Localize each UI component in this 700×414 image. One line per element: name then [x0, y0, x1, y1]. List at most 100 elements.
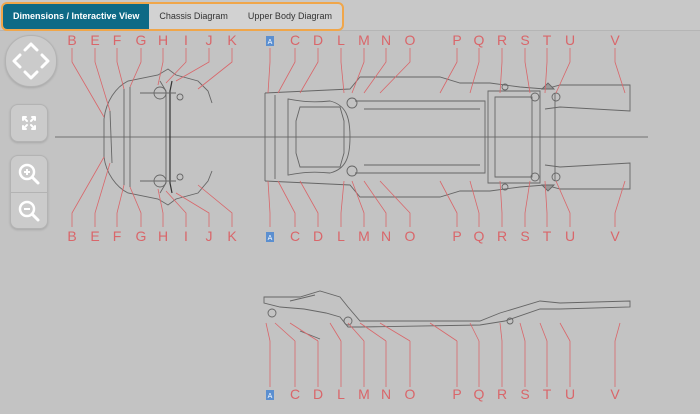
chassis-leader-mid-v [614, 180, 626, 227]
side-leader-diag-a [265, 322, 271, 342]
chassis-label-bottom-r[interactable]: R [497, 386, 507, 402]
tab-upper-body-diagram[interactable]: Upper Body Diagram [247, 11, 332, 21]
chassis-label-bottom-c[interactable]: C [290, 386, 300, 402]
front-label-top-e[interactable]: E [90, 32, 99, 48]
chassis-leader-mid-s [524, 180, 531, 227]
front-label-top-i[interactable]: I [184, 32, 188, 48]
chassis-leader-top-v [614, 48, 626, 94]
side-leader-diag-r [499, 322, 503, 342]
front-label-bottom-b[interactable]: B [67, 228, 76, 244]
chassis-label-mid-m[interactable]: M [358, 228, 370, 244]
front-label-bottom-i[interactable]: I [184, 228, 188, 244]
chassis-label-top-m[interactable]: M [358, 32, 370, 48]
chassis-leader-mid-u [555, 180, 571, 227]
front-label-top-b[interactable]: B [67, 32, 76, 48]
chassis-label-bottom-q[interactable]: Q [474, 386, 485, 402]
chassis-label-bottom-l[interactable]: L [337, 386, 345, 402]
chassis-label-mid-a: A [268, 235, 273, 242]
pan-control[interactable] [5, 35, 57, 87]
fit-to-screen-button[interactable] [10, 104, 48, 142]
chassis-label-mid-o[interactable]: O [405, 228, 416, 244]
chassis-leader-mid-n [363, 180, 387, 227]
chassis-label-mid-t[interactable]: T [543, 228, 552, 244]
chassis-label-top-d[interactable]: D [313, 32, 323, 48]
chassis-leader-top-m [351, 48, 365, 94]
zoom-out-button[interactable] [11, 192, 47, 229]
front-label-bottom-e[interactable]: E [90, 228, 99, 244]
side-leader-diag-s [519, 322, 526, 342]
chassis-label-top-l[interactable]: L [337, 32, 345, 48]
zoom-out-icon [18, 200, 40, 222]
zoom-in-icon [18, 163, 40, 185]
chassis-leader-mid-l [340, 180, 345, 227]
front-label-top-k[interactable]: K [227, 32, 237, 48]
chassis-label-mid-c[interactable]: C [290, 228, 300, 244]
chassis-leader-mid-p [439, 180, 458, 227]
front-label-bottom-k[interactable]: K [227, 228, 237, 244]
chassis-label-top-v[interactable]: V [610, 32, 620, 48]
chassis-label-bottom-t[interactable]: T [543, 386, 552, 402]
chassis-label-mid-a-marker[interactable] [266, 232, 274, 242]
side-leader-diag-t [539, 322, 548, 342]
chassis-leader-top-u [555, 48, 571, 94]
chassis-leader-mid-r [499, 180, 503, 227]
front-label-bottom-j[interactable]: J [206, 228, 213, 244]
chassis-label-top-n[interactable]: N [381, 32, 391, 48]
chassis-label-mid-r[interactable]: R [497, 228, 507, 244]
front-label-bottom-g[interactable]: G [136, 228, 147, 244]
chassis-label-bottom-a-marker[interactable] [266, 390, 274, 400]
front-leader-bottom-g [129, 186, 142, 227]
fit-to-screen-icon [22, 116, 36, 130]
side-leader-diag-q [469, 322, 480, 342]
chassis-label-top-c[interactable]: C [290, 32, 300, 48]
chassis-label-top-s[interactable]: S [520, 32, 529, 48]
side-leader-diag-n [359, 322, 387, 342]
chassis-label-bottom-p[interactable]: P [452, 386, 461, 402]
chassis-leader-mid-a [267, 180, 271, 227]
chassis-label-bottom-u[interactable]: U [565, 386, 575, 402]
chassis-label-top-a-marker[interactable] [266, 36, 274, 46]
chassis-label-top-r[interactable]: R [497, 32, 507, 48]
chassis-label-top-u[interactable]: U [565, 32, 575, 48]
front-leader-top-b [71, 48, 105, 118]
chassis-label-mid-s[interactable]: S [520, 228, 529, 244]
chassis-label-bottom-n[interactable]: N [381, 386, 391, 402]
chassis-label-top-o[interactable]: O [405, 32, 416, 48]
side-leader-diag-v [614, 322, 621, 342]
chassis-label-top-t[interactable]: T [543, 32, 552, 48]
front-label-top-f[interactable]: F [113, 32, 122, 48]
front-label-bottom-f[interactable]: F [113, 228, 122, 244]
front-label-bottom-h[interactable]: H [158, 228, 168, 244]
chassis-label-mid-u[interactable]: U [565, 228, 575, 244]
front-label-top-j[interactable]: J [206, 32, 213, 48]
front-leader-bottom-k [197, 184, 233, 227]
chassis-label-top-p[interactable]: P [452, 32, 461, 48]
chassis-label-bottom-m[interactable]: M [358, 386, 370, 402]
front-label-top-g[interactable]: G [136, 32, 147, 48]
chassis-label-bottom-s[interactable]: S [520, 386, 529, 402]
chassis-leader-top-p [439, 48, 458, 94]
chassis-label-mid-d[interactable]: D [313, 228, 323, 244]
chassis-label-mid-q[interactable]: Q [474, 228, 485, 244]
chassis-label-bottom-d[interactable]: D [313, 386, 323, 402]
tab-chassis-diagram[interactable]: Chassis Diagram [159, 11, 228, 21]
front-view-drawing [103, 68, 213, 206]
view-tab-group: Dimensions / Interactive View Chassis Di… [1, 2, 344, 31]
chassis-label-mid-n[interactable]: N [381, 228, 391, 244]
chassis-leader-top-c [277, 48, 296, 94]
four-way-arrows-icon [12, 42, 50, 80]
chassis-label-mid-l[interactable]: L [337, 228, 345, 244]
side-leader-diag-l [329, 322, 342, 342]
front-leader-bottom-i [165, 190, 187, 227]
tab-dimensions-interactive-view[interactable]: Dimensions / Interactive View [3, 4, 150, 29]
chassis-label-mid-v[interactable]: V [610, 228, 620, 244]
chassis-label-top-q[interactable]: Q [474, 32, 485, 48]
chassis-label-mid-p[interactable]: P [452, 228, 461, 244]
front-label-top-h[interactable]: H [158, 32, 168, 48]
chassis-leader-top-r [499, 48, 503, 94]
zoom-in-button[interactable] [11, 156, 47, 192]
chassis-label-bottom-o[interactable]: O [405, 386, 416, 402]
chassis-label-bottom-v[interactable]: V [610, 386, 620, 402]
